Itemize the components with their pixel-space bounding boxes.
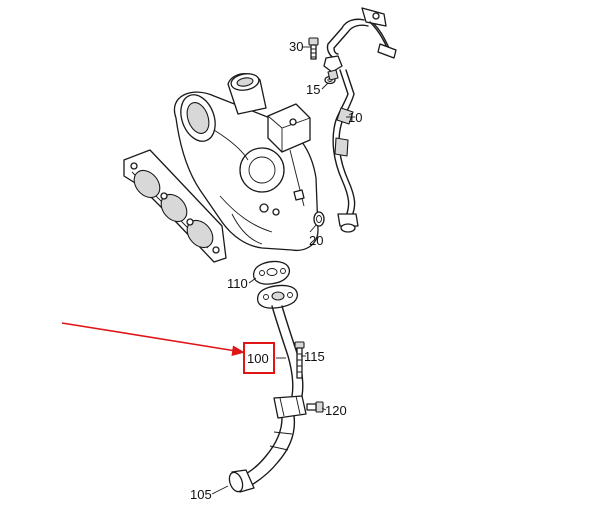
red-arrow-head [231,345,245,356]
leader-lines [211,46,355,495]
part-label-105: 105 [190,487,212,502]
gasket-110 [252,260,291,285]
seal-ring-20 [313,211,325,227]
part-label-30: 30 [289,39,303,54]
part-label-100: 100 [247,351,269,366]
part-label-20: 20 [309,233,323,248]
turbocharger [173,73,319,252]
oil-return-line-100 [228,284,307,493]
bolt-120 [306,401,324,413]
part-label-110: 110 [227,276,248,291]
part-label-15: 15 [306,82,320,97]
bolt-30 [308,37,319,60]
highlight-callout: 100 [61,322,275,374]
bolt-115 [294,341,305,379]
oil-feed-line-10 [323,7,397,233]
red-arrow-line [61,322,237,352]
part-label-120: 120 [325,403,347,418]
highlight-box [243,342,275,374]
exhaust-manifold-flange [123,149,227,263]
part-label-115: 115 [304,349,325,364]
part-label-10: 10 [348,110,362,125]
